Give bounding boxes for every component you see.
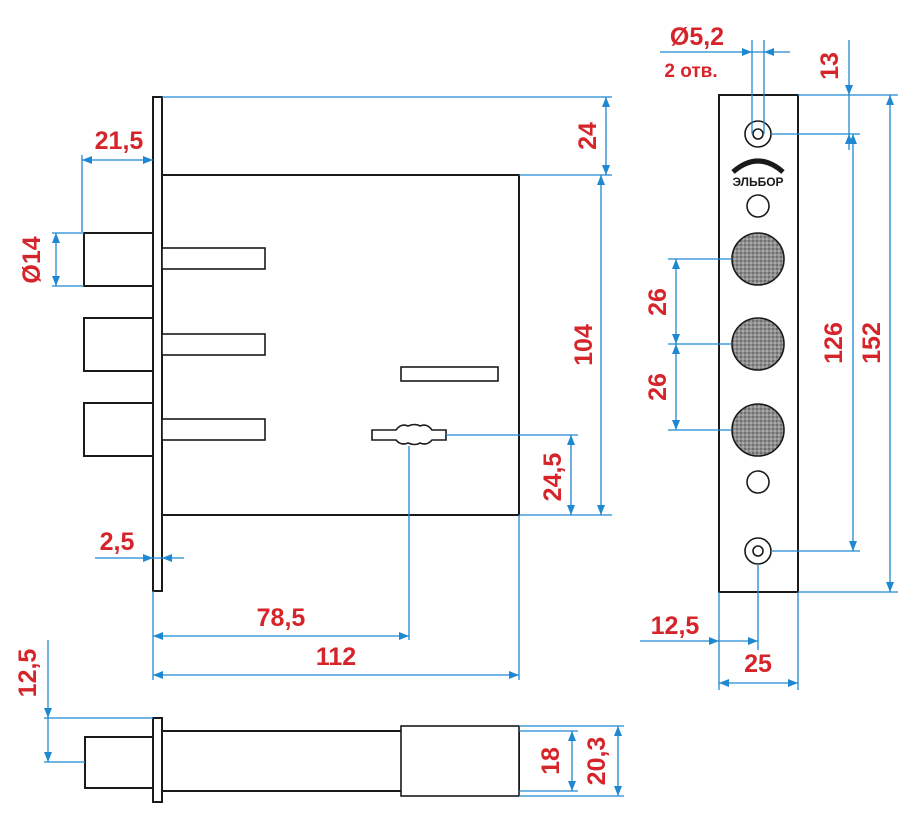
keyhole [371, 423, 447, 446]
mount-hole-bottom-inner [752, 545, 764, 557]
dim-key-offset: 78,5 [257, 604, 306, 632]
dim-hole-count: 2 отв. [664, 61, 717, 82]
dim-faceplate-thickness: 2,5 [100, 528, 135, 556]
dim-bolt-diameter: Ø14 [18, 236, 46, 283]
bolt-face-1 [731, 232, 785, 286]
logo-arc [731, 158, 785, 174]
bolt-end [84, 736, 155, 789]
dim-faceplate-length: 152 [858, 322, 886, 364]
brand-logo: ЭЛЬБОР [731, 158, 785, 189]
guide-hole-top [746, 194, 770, 218]
faceplate-edge [152, 717, 163, 803]
dim-total-thickness: 20,3 [583, 737, 611, 786]
dim-key-height: 24,5 [539, 453, 567, 502]
dim-hole-top: 13 [816, 52, 844, 80]
cover-plate [400, 725, 520, 797]
bolt-2 [83, 317, 154, 372]
bolt-face-2 [731, 317, 785, 371]
dim-body-depth: 112 [316, 643, 356, 671]
dimension-lines [44, 40, 898, 797]
bottom-view [84, 717, 520, 803]
logo-text: ЭЛЬБОР [732, 175, 783, 189]
dimension-labels: 21,5 Ø14 2,5 78,5 112 24 104 24,5 Ø5,2 2… [14, 23, 886, 785]
bolt-rod-2 [161, 333, 266, 356]
upper-slot [400, 366, 499, 382]
dim-hole-spacing: 126 [820, 322, 848, 364]
dim-body-height: 104 [570, 324, 598, 366]
bolt-3 [83, 402, 154, 457]
bolt-rod-1 [161, 247, 266, 270]
guide-hole-bottom [746, 470, 770, 494]
dim-faceplate-center: 12,5 [651, 612, 700, 640]
mount-hole-top-inner [752, 128, 764, 140]
dim-body-thickness: 18 [537, 747, 565, 775]
faceplate-side [152, 96, 163, 592]
dim-bolt-center-height: 12,5 [14, 649, 42, 698]
dim-bolt-pitch-2: 26 [644, 373, 672, 401]
dim-hole-diameter: Ø5,2 [670, 23, 724, 51]
dim-bolt-offset: 21,5 [95, 127, 144, 155]
bolt-1 [83, 232, 154, 287]
dim-bolt-pitch-1: 26 [644, 288, 672, 316]
dim-faceplate-width: 25 [744, 650, 772, 678]
bolt-rod-3 [161, 418, 266, 441]
front-view [83, 96, 520, 592]
faceplate-view: ЭЛЬБОР [718, 94, 799, 593]
bolt-face-3 [731, 403, 785, 457]
dim-top-offset: 24 [574, 122, 602, 150]
